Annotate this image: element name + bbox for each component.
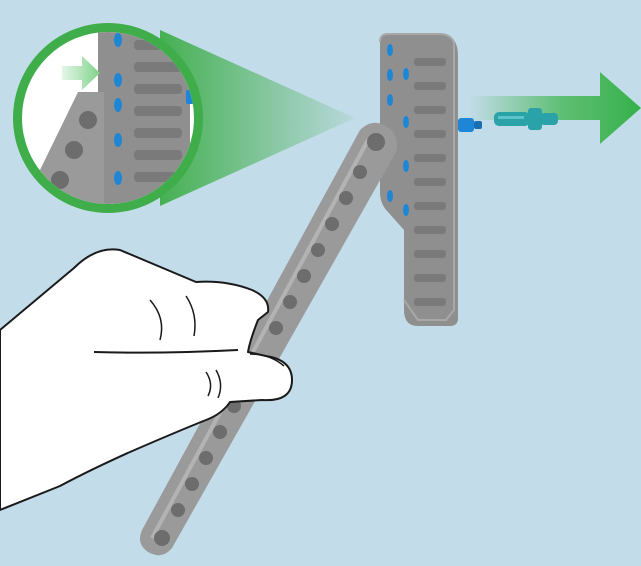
- hand-icon: [0, 249, 292, 510]
- arrow-right-icon: [468, 72, 641, 144]
- plate-icon: [380, 34, 458, 326]
